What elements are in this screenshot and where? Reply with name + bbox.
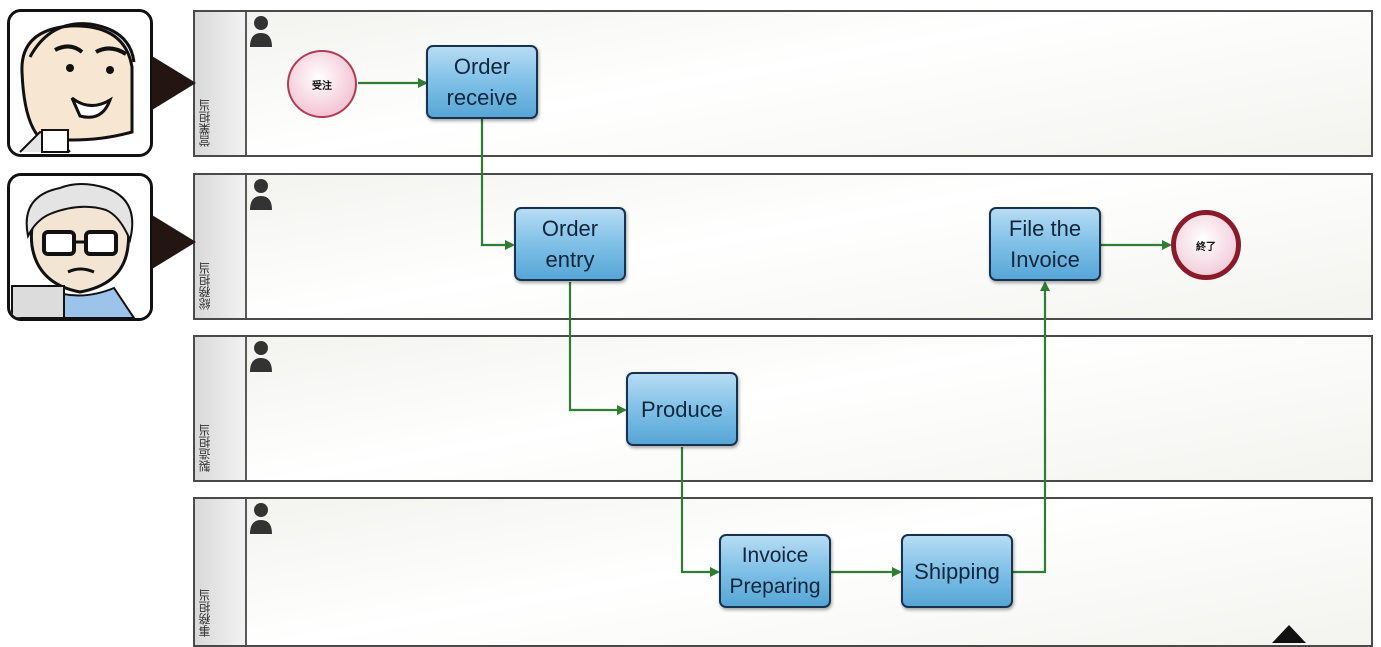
salesperson-face [10,12,150,154]
lane-header: 事務担当 [195,499,247,645]
task-order-entry[interactable]: Order entry [514,207,626,281]
person-icon [250,179,272,210]
lane-header: 営業担当 [195,12,247,155]
task-order-receive[interactable]: Order receive [426,45,538,119]
start-event-label: 受注 [312,80,332,92]
lane-label: 事務担当 [198,589,212,637]
salesperson-avatar [7,9,153,157]
task-produce[interactable]: Produce [626,372,738,446]
task-file-invoice[interactable]: File the Invoice [989,207,1101,281]
lane-label: 営業担当 [198,99,212,147]
person-icon [250,503,272,534]
person-icon [250,16,272,47]
end-event-label: 終了 [1196,241,1216,253]
task-label: Produce [641,396,723,422]
task-label: Shipping [914,558,1000,584]
task-label: Order receive [446,54,518,110]
lane-label: 製造担当 [198,424,212,472]
end-event[interactable]: 終了 [1171,210,1241,280]
start-event[interactable]: 受注 [287,50,357,118]
clerk-face [10,176,150,318]
lane-header: 製造担当 [195,337,247,480]
lane-label: 総務担当 [198,262,212,310]
person-icon [250,341,272,372]
lane-sales: 営業担当 [193,10,1373,157]
triangle-marker-icon [1272,625,1306,643]
speech-pointer [152,215,196,269]
lane-header: 総務担当 [195,175,247,318]
lane-manufacturing: 製造担当 [193,335,1373,482]
speech-pointer [152,56,196,110]
task-label: Order entry [541,216,599,272]
task-label: File the Invoice [1008,216,1082,272]
task-shipping[interactable]: Shipping [901,534,1013,608]
task-label: Invoice Preparing [729,544,821,598]
clerk-avatar [7,173,153,321]
task-invoice-preparing[interactable]: Invoice Preparing [719,534,831,608]
